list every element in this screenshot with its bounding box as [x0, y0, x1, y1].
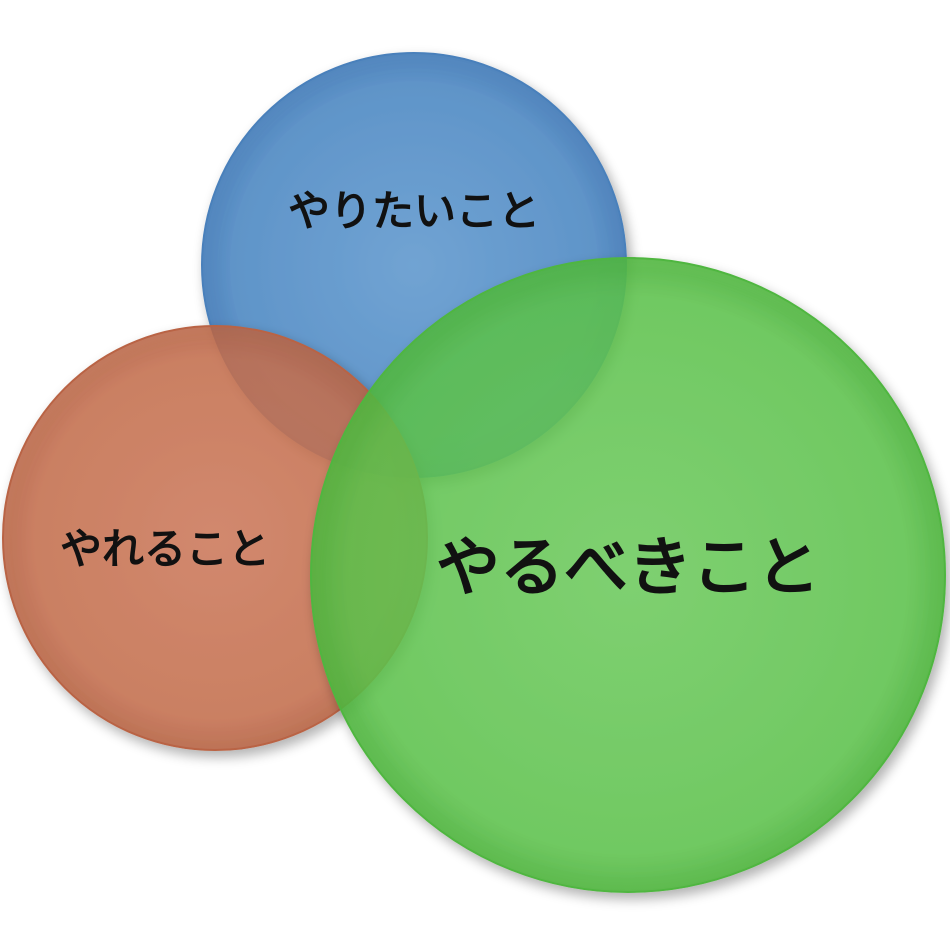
circle-should [310, 257, 946, 893]
label-can: やれること [60, 525, 270, 574]
label-want: やりたいこと [288, 187, 540, 236]
circle-should-shape [310, 257, 946, 893]
label-should: やるべきこと [436, 532, 820, 606]
